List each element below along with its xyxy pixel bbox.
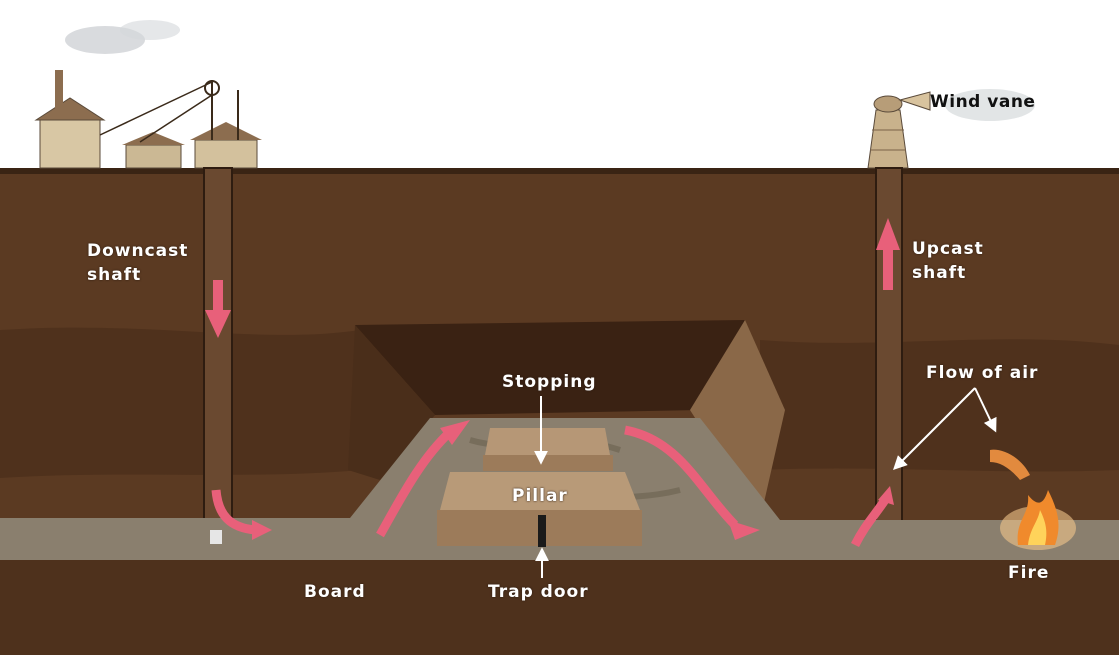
arrow-ramp-up: [376, 428, 454, 538]
flow-pointer-right: [974, 387, 997, 433]
arrow-ramp-down-head: [728, 520, 760, 540]
rock-layer-right: [760, 339, 1119, 472]
ground-surface: [0, 168, 1119, 174]
fire-icon: [1000, 490, 1076, 550]
airflow-arrows: [205, 218, 900, 548]
arrow-up-shaft-body: [883, 250, 893, 290]
arrow-bottom-left: [211, 489, 257, 535]
flow-pointer-left: [893, 387, 976, 470]
pillar-label: Pillar: [512, 486, 568, 506]
arrow-up-shaft: [876, 218, 900, 250]
rock-layer-left: [0, 327, 360, 478]
smoke-cloud: [65, 20, 1035, 121]
arrow-down-shaft: [205, 280, 231, 338]
chamber-right-wall: [690, 320, 785, 520]
pithead-buildings: [34, 70, 262, 169]
wind-vane-label: Wind vane: [930, 92, 1036, 112]
chimney-vent: [990, 449, 1030, 480]
arrow-bottom-left-head: [252, 520, 272, 540]
flow-of-air-label: Flow of air: [926, 363, 1039, 383]
downcast-label-2: shaft: [87, 265, 142, 285]
arrow-up-to-shaft-head: [878, 486, 894, 505]
lower-strata: [0, 560, 1119, 655]
arrow-ramp-down: [624, 425, 739, 529]
stopping-label: Stopping: [502, 372, 597, 392]
upcast-label-1: Upcast: [912, 239, 984, 259]
upcast-label-2: shaft: [912, 263, 967, 283]
downcast-label-1: Downcast: [87, 241, 189, 261]
stopping-block: [483, 428, 613, 471]
arrow-up-to-shaft: [850, 497, 889, 548]
sky: [0, 0, 1119, 168]
fire-label: Fire: [1008, 563, 1050, 583]
downcast-shaft: [203, 167, 233, 541]
chamber-left-wall: [348, 325, 435, 480]
board-label: Board: [304, 582, 366, 602]
arrow-ramp-up-head: [440, 420, 470, 445]
chamber-roof: [355, 320, 745, 415]
board-structure: [210, 530, 222, 544]
trap-door-label: Trap door: [488, 582, 589, 602]
trap-door-structure: [538, 515, 546, 547]
